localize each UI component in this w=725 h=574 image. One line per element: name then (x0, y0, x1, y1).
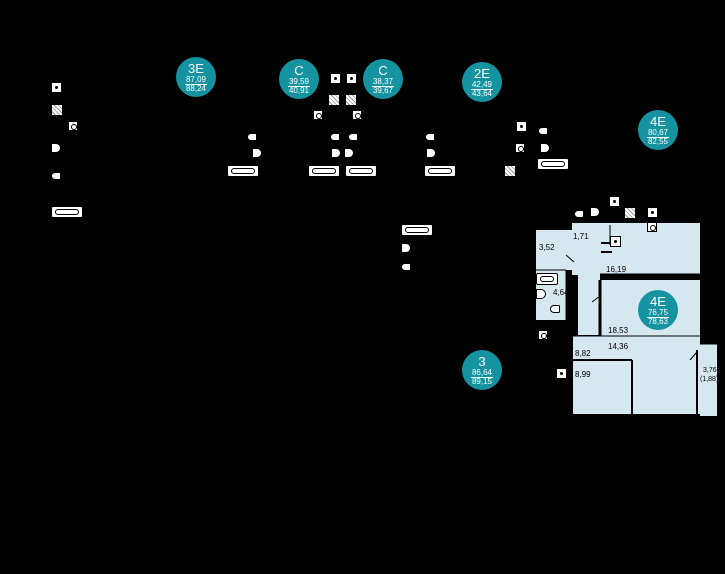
apartment-area-total: 86,64 (470, 368, 494, 378)
apartment-area-alt: 43,64 (471, 89, 493, 98)
apartment-badge-4e-1[interactable]: 4E 80,67 82,55 (638, 110, 678, 150)
washer-icon (538, 330, 548, 340)
sink-icon (516, 121, 527, 132)
apartment-area-total: 76,75 (646, 308, 670, 318)
toilet-icon (51, 172, 61, 180)
apartment-badge-4e-2[interactable]: 4E 76,75 78,63 (638, 290, 678, 330)
washer-icon (68, 121, 78, 131)
bathtub-icon (345, 165, 377, 177)
room-corridor (578, 245, 600, 335)
apartment-badge-3e[interactable]: 3E 87,09 88,24 (176, 57, 216, 97)
room-area-label: 16,19 (606, 265, 627, 274)
basin-icon (426, 148, 436, 158)
room-hall (536, 230, 572, 270)
apartment-area-alt: 40,91 (288, 86, 310, 95)
apartment-badge-3[interactable]: 3 86,64 89,15 (462, 350, 502, 390)
sink-icon (610, 236, 621, 247)
apartment-code: 3E (188, 61, 204, 76)
apartment-area-total: 87,09 (184, 75, 208, 85)
walls (536, 225, 717, 414)
basin-icon (590, 207, 600, 217)
bathtub-icon (401, 224, 433, 236)
apartment-code: 4E (650, 294, 666, 309)
bathtub-icon (308, 165, 340, 177)
room-area-label: 8,99 (575, 370, 591, 379)
apartment-area-alt: 88,24 (185, 84, 207, 93)
apartment-code: 3 (478, 354, 486, 369)
washer-icon (352, 110, 362, 120)
room-area-label: 4,64 (553, 288, 569, 297)
room-area-label: 14,36 (608, 342, 629, 351)
toilet-icon (330, 133, 340, 141)
washer-icon (515, 143, 525, 153)
sink-icon (647, 207, 658, 218)
basin-icon (331, 148, 341, 158)
apartment-code: 2E (474, 66, 490, 81)
washer-icon (647, 222, 657, 232)
bathtub-icon (424, 165, 456, 177)
toilet-icon (574, 210, 584, 218)
apartment-code: С (294, 63, 304, 78)
apartment-code: С (378, 63, 388, 78)
sink-icon (346, 73, 357, 84)
toilet-icon (247, 133, 257, 141)
room-area-label: 8,82 (575, 349, 591, 358)
room-area-label: 18,53 (608, 326, 629, 335)
room-bedroom-2 (572, 336, 700, 414)
basin-icon (252, 148, 262, 158)
room-balcony (700, 344, 717, 416)
apartment-area-alt: 78,63 (647, 317, 669, 326)
apartment-area-total: 42,49 (470, 80, 494, 90)
basin-icon (536, 289, 546, 299)
basin-icon (51, 143, 61, 153)
bathtub-icon (536, 273, 558, 285)
basin-icon (540, 143, 550, 153)
sink-icon (330, 73, 341, 84)
apartment-area-total: 39,59 (287, 77, 311, 87)
bathtub-icon (51, 206, 83, 218)
shower-icon (624, 207, 636, 219)
shower-icon (328, 94, 340, 106)
apartment-area-total: 38,37 (371, 77, 395, 87)
toilet-icon (401, 263, 411, 271)
apartment-badge-s-1[interactable]: С 39,59 40,91 (279, 59, 319, 99)
basin-icon (344, 148, 354, 158)
room-area-label: 3,76 (703, 367, 717, 374)
apartment-area-alt: 39,67 (372, 86, 394, 95)
room-area-label: 1,71 (573, 232, 589, 241)
bathtub-icon (227, 165, 259, 177)
shower-icon (345, 94, 357, 106)
bathtub-icon (537, 158, 569, 170)
shower-icon (51, 104, 63, 116)
room-area-label: 3,52 (539, 243, 555, 252)
room-area-label: (1,88) (700, 376, 719, 383)
apartment-area-alt: 89,15 (471, 377, 493, 386)
apartment-code: 4E (650, 114, 666, 129)
toilet-icon (425, 133, 435, 141)
apartment-badge-2e[interactable]: 2E 42,49 43,64 (462, 62, 502, 102)
basin-icon (401, 243, 411, 253)
apartment-area-total: 80,67 (646, 128, 670, 138)
shower-icon (504, 165, 516, 177)
toilet-icon (550, 305, 560, 313)
apartment-area-alt: 82,55 (647, 137, 669, 146)
sink-icon (51, 82, 62, 93)
sink-icon (609, 196, 620, 207)
apartment-badge-s-2[interactable]: С 38,37 39,67 (363, 59, 403, 99)
washer-icon (313, 110, 323, 120)
toilet-icon (538, 127, 548, 135)
toilet-icon (348, 133, 358, 141)
sink-icon (556, 368, 567, 379)
